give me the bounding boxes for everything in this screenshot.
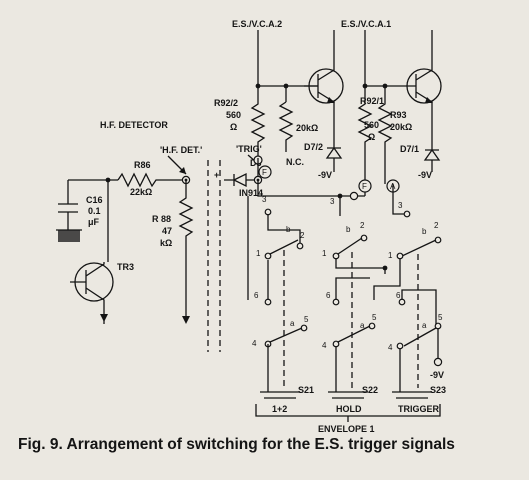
s21-pin-b: b xyxy=(286,225,291,234)
envelope-label: ENVELOPE 1 xyxy=(318,424,375,434)
r88-unit: kΩ xyxy=(160,238,172,248)
r88-value: 47 xyxy=(162,226,172,236)
s21-pin-5: 5 xyxy=(304,315,309,324)
vca2-transistor xyxy=(304,30,344,120)
s22-pin-5: 5 xyxy=(372,313,377,322)
c16-unit: μF xyxy=(88,217,100,227)
r92-1-resistor xyxy=(357,86,373,186)
r93-ref: R93 xyxy=(390,110,407,120)
r86-ref: R86 xyxy=(134,160,151,170)
tr3-transistor xyxy=(70,262,114,324)
vca1-transistor xyxy=(406,30,442,124)
plus-sign: + xyxy=(214,170,219,180)
hf-detector-label: H.F. DETECTOR xyxy=(100,120,168,130)
s21-pin-a: a xyxy=(290,319,295,328)
s23-pin-a: a xyxy=(422,321,427,330)
r92-2-resistor xyxy=(250,86,266,158)
d7-2-diode xyxy=(325,120,343,159)
r92-1-ref: R92/1 xyxy=(360,96,384,106)
r92-2-unit: Ω xyxy=(230,122,237,132)
r92-1-value: 560 xyxy=(364,120,379,130)
vca2-branch: E.S./V.C.A.2 R92/2 560 Ω 20kΩ N.C. D7/2 … xyxy=(214,19,344,180)
r88-ref: R 88 xyxy=(152,214,171,224)
figure-caption: Fig. 9. Arrangement of switching for the… xyxy=(18,436,455,453)
s23-pin-2: 2 xyxy=(434,221,439,230)
s22-pin-1: 1 xyxy=(322,249,327,258)
es-vca2-label: E.S./V.C.A.2 xyxy=(232,19,282,29)
d7-2-ref: D7/2 xyxy=(304,142,323,152)
s22-pin-6: 6 xyxy=(326,291,331,300)
s22-pin-a: a xyxy=(360,321,365,330)
s23-label: TRIGGER xyxy=(398,404,440,414)
s22-pin-2: 2 xyxy=(360,221,365,230)
d3-diode xyxy=(224,172,258,188)
r92-1-unit: Ω xyxy=(368,132,375,142)
hf-det-node-label: 'H.F. DET.' xyxy=(160,145,202,155)
r86-resistor xyxy=(117,172,186,188)
s21-ref: S21 xyxy=(298,385,314,395)
s21-pin-2: 2 xyxy=(300,231,305,240)
s21-pin-6: 6 xyxy=(254,291,259,300)
s23-pin-5: 5 xyxy=(438,313,443,322)
s23-neg9v: -9V xyxy=(430,370,444,380)
s23-pin-6: 6 xyxy=(396,291,401,300)
s23-pin-b: b xyxy=(422,227,427,236)
r88-resistor xyxy=(178,180,194,322)
s21-pin-3: 3 xyxy=(262,195,267,204)
d3-part: IN914 xyxy=(239,188,263,198)
r93-resistor xyxy=(377,86,393,184)
node-f-left: F xyxy=(262,168,267,177)
s21-pin-1: 1 xyxy=(256,249,261,258)
r92-2-ref: R92/2 xyxy=(214,98,238,108)
es-vca1-label: E.S./V.C.A.1 xyxy=(341,19,391,29)
switch-s22[interactable]: 3 b 2 1 6 a 5 4 S22 HOLD xyxy=(322,196,388,414)
ground-symbol xyxy=(58,230,80,242)
c16-value: 0.1 xyxy=(88,206,101,216)
s23-pin-4: 4 xyxy=(388,343,393,352)
d7-1-diode xyxy=(423,124,441,161)
r93-value: 20kΩ xyxy=(390,122,412,132)
s21-pin-4: 4 xyxy=(252,339,257,348)
s22-label: HOLD xyxy=(336,404,362,414)
d7-1-ref: D7/1 xyxy=(400,144,419,154)
s22-pin-3: 3 xyxy=(330,197,335,206)
neg9v-label-1: -9V xyxy=(318,170,332,180)
switch-s23[interactable]: 3 b 2 1 6 a 5 4 -9V S23 TRIGGER xyxy=(373,200,446,414)
vca1-branch: E.S./V.C.A.1 R92/1 560 Ω R93 20kΩ D7/1 -… xyxy=(341,19,442,186)
node-f-right: F xyxy=(362,182,367,191)
r92-2-value: 560 xyxy=(226,110,241,120)
r-nc-value: 20kΩ xyxy=(296,123,318,133)
s22-pin-b: b xyxy=(346,225,351,234)
c16-ref: C16 xyxy=(86,195,103,205)
trig-node-label: 'TRIG' xyxy=(236,144,262,154)
hf-detector: H.F. DETECTOR 'H.F. DET.' R86 22kΩ C16 0… xyxy=(56,120,202,324)
envelope-bracket: ENVELOPE 1 xyxy=(255,404,441,434)
s21-label: 1+2 xyxy=(272,404,287,414)
c16-capacitor xyxy=(58,180,78,230)
s22-pin-4: 4 xyxy=(322,341,327,350)
tr3-ref: TR3 xyxy=(117,262,134,272)
s23-pin-1: 1 xyxy=(388,251,393,260)
r-nc-note: N.C. xyxy=(286,157,304,167)
switch-s21[interactable]: 3 b 2 1 6 a 5 4 S21 1+2 xyxy=(247,195,314,414)
r86-value: 22kΩ xyxy=(130,187,152,197)
neg9v-label-2: -9V xyxy=(418,170,432,180)
s23-ref: S23 xyxy=(430,385,446,395)
s23-pin-3: 3 xyxy=(398,201,403,210)
s22-ref: S22 xyxy=(362,385,378,395)
